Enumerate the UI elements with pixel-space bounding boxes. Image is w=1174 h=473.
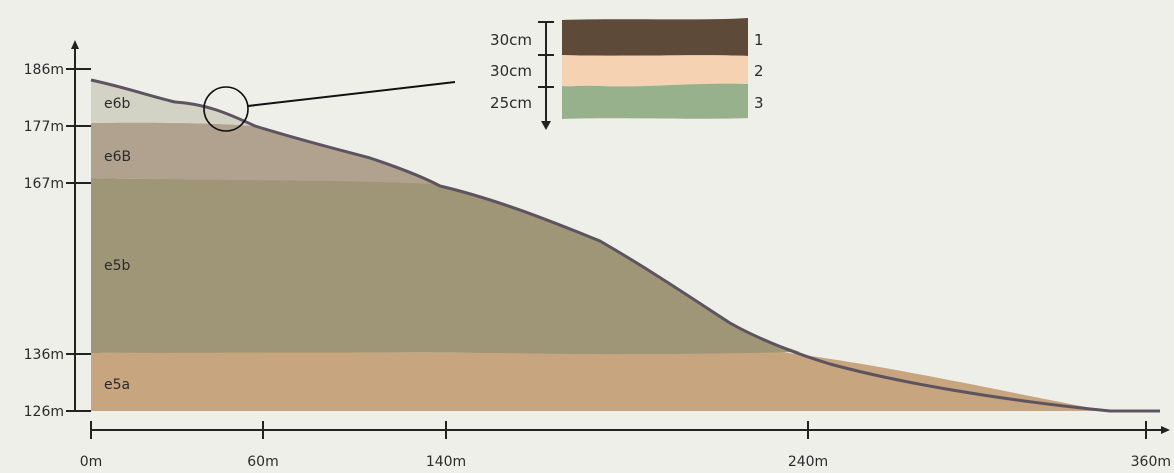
distance-axis <box>91 426 1170 434</box>
layer-e5b <box>91 178 800 355</box>
inset-thickness-1: 30cm <box>490 31 532 49</box>
elevation-axis-arrow <box>71 40 79 49</box>
inset-scale-arrow <box>541 121 551 130</box>
distance-tick-label: 240m <box>788 454 828 469</box>
layer-label-e5a: e5a <box>104 377 130 393</box>
distance-ticks: 0m 60m 140m 240m 360m <box>80 421 1171 470</box>
inset-thickness-2: 30cm <box>490 62 532 80</box>
elevation-ticks: 186m 177m 167m 136m 126m <box>24 62 91 420</box>
distance-tick-label: 60m <box>247 454 278 469</box>
inset-layer-3 <box>562 83 748 119</box>
inset-thickness-3: 25cm <box>490 94 532 112</box>
elevation-tick-label: 177m <box>24 119 64 135</box>
distance-axis-arrow <box>1161 426 1170 434</box>
inset-number-1: 1 <box>754 31 764 49</box>
elevation-tick-label: 186m <box>24 62 64 78</box>
inset-soil-column: 30cm 30cm 25cm 1 2 3 <box>490 18 764 130</box>
layer-e5a <box>91 352 1110 411</box>
soil-layers <box>91 80 1110 411</box>
elevation-tick-label: 167m <box>24 176 64 192</box>
elevation-tick-label: 126m <box>24 404 64 420</box>
inset-number-2: 2 <box>754 62 764 80</box>
distance-tick-label: 0m <box>80 454 103 469</box>
inset-layer-2 <box>562 55 748 87</box>
inset-number-3: 3 <box>754 94 764 112</box>
zoom-leader-line <box>247 81 456 107</box>
elevation-tick-label: 136m <box>24 347 64 363</box>
layer-label-e5b: e5b <box>104 258 131 274</box>
layer-label-e6B: e6B <box>104 149 131 165</box>
elevation-axis <box>71 40 79 411</box>
layer-label-e6b: e6b <box>104 96 131 112</box>
layer-e6B <box>91 122 432 184</box>
distance-tick-label: 140m <box>426 454 466 469</box>
distance-tick-label: 360m <box>1131 454 1171 469</box>
inset-layer-1 <box>562 18 748 56</box>
zoom-circle <box>203 86 249 132</box>
ground-surface-line <box>90 78 1160 413</box>
